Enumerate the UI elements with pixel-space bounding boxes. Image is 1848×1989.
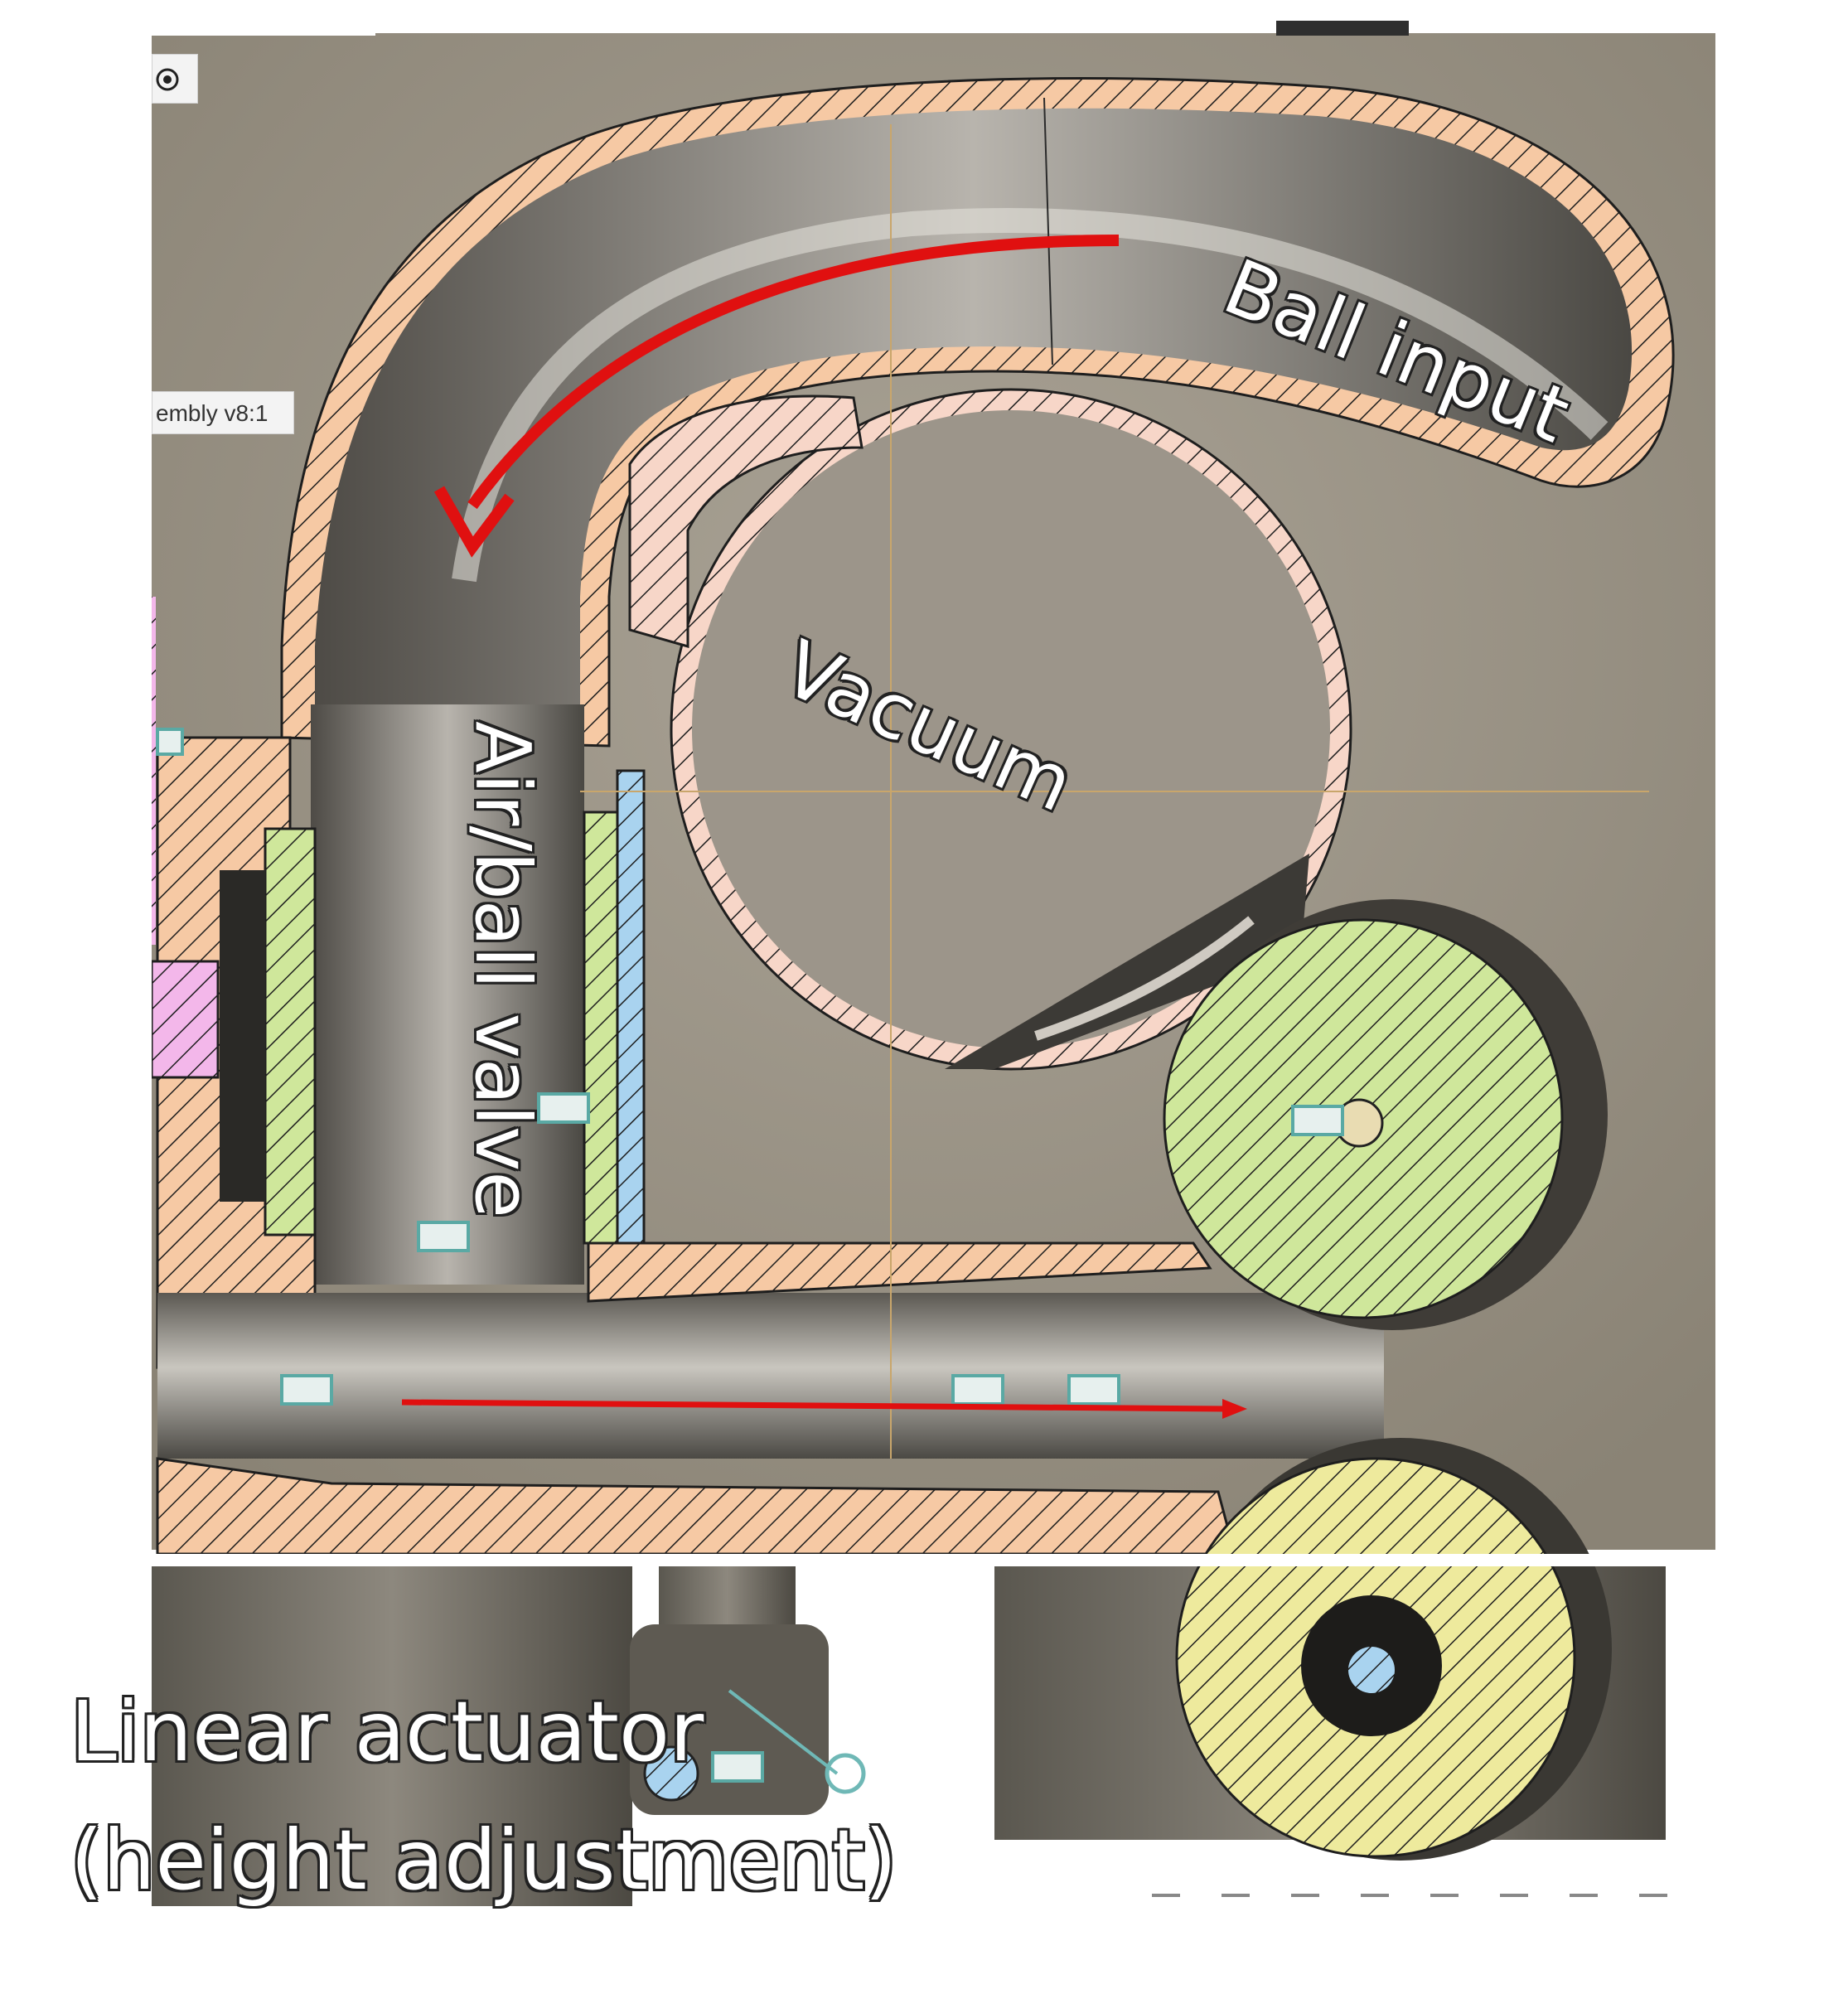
flow-arrow-curved [467,235,1120,510]
pin-button[interactable] [152,54,198,104]
bore-upper-wall [587,1241,1212,1303]
orbit-icon[interactable] [1152,1894,1180,1922]
top-dark-strip [1276,21,1409,36]
viewports-icon[interactable] [1639,1894,1667,1922]
fit-icon[interactable] [1430,1894,1459,1922]
left-margin [0,0,152,1989]
top-gap [152,21,375,36]
flow-arrow-curved-head [433,486,515,558]
left-motor [220,870,265,1202]
tube-seam [1043,97,1053,365]
target-icon [156,68,179,91]
air-ball-valve-label: Air/ball valve [458,721,547,1218]
height-adjustment-label: (height adjustment) [70,1812,897,1909]
valve-left-seal [264,827,317,1236]
vacuum-wall-joint [628,394,864,648]
actuator-knob [643,1745,699,1802]
bore-lower-wall [156,1457,1236,1556]
output-bore [157,1293,1384,1459]
display-icon[interactable] [1500,1894,1528,1922]
flow-arrow-straight [401,1399,1227,1412]
valve-chamber [311,704,584,1285]
hand-icon[interactable] [1291,1894,1319,1922]
bottom-margin [0,1931,1848,1989]
zoom-icon[interactable] [1361,1894,1389,1922]
grid-icon[interactable] [1570,1894,1598,1922]
actuator-axis-line [728,1689,839,1775]
vacuum-chamber-inner [692,410,1330,1048]
document-tab[interactable]: embly v8:1 [152,391,294,434]
magenta-part-top [152,597,156,945]
linear-actuator-label: Linear actuator [70,1683,704,1780]
actuator-pivot [825,1753,866,1794]
magenta-part [150,960,220,1079]
right-margin [1715,0,1848,1989]
navigation-toolbar [1135,1894,1715,1927]
valve-blue-plate [616,769,646,1245]
joint-marker-icons[interactable] [156,728,1344,1783]
pan-icon[interactable] [1222,1894,1250,1922]
lower-left-cylinder [152,1566,632,1906]
vacuum-slot [1034,916,1255,1041]
valve-right-seal [583,811,619,1245]
flow-arrow-straight-head [1222,1399,1247,1419]
lower-gap [152,1554,1715,1566]
tube-highlight [452,207,1609,583]
vacuum-bottom-wedge [945,854,1309,1069]
yellow-roller-key [1348,1647,1395,1693]
